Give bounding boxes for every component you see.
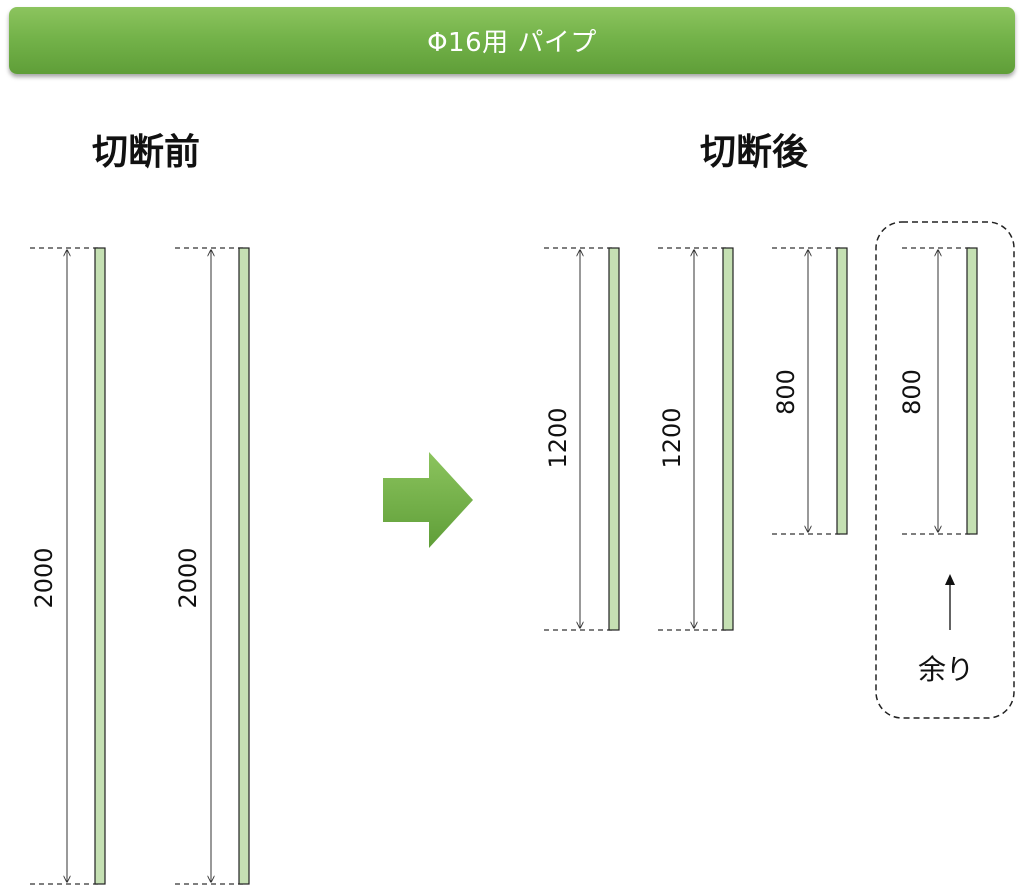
remainder-label: 余り xyxy=(918,653,975,686)
right-arrow-icon xyxy=(383,452,473,548)
pipe xyxy=(94,247,106,885)
after-pipe-1: 1200 xyxy=(544,247,620,631)
pipe-length-label: 800 xyxy=(772,369,800,415)
title-banner: Φ16用 パイプ xyxy=(9,7,1015,74)
after-pipe-3: 800 xyxy=(772,247,848,535)
banner-title: Φ16用 パイプ xyxy=(427,28,597,58)
pipe-length-label: 2000 xyxy=(174,547,202,608)
pipe xyxy=(608,247,620,631)
before-cut-title: 切断前 xyxy=(92,132,201,173)
pipe xyxy=(836,247,848,535)
up-arrowhead-icon xyxy=(945,574,955,585)
pipe-length-label: 1200 xyxy=(658,407,686,468)
pipe-length-label: 1200 xyxy=(544,407,572,468)
after-pipe-4-remainder: 800 xyxy=(898,247,978,535)
after-cut-title: 切断後 xyxy=(700,132,809,173)
remainder-box xyxy=(875,221,1015,719)
after-pipe-2: 1200 xyxy=(658,247,734,631)
pipe-length-label: 2000 xyxy=(30,547,58,608)
pipe xyxy=(966,247,978,535)
before-pipe-1: 2000 xyxy=(30,247,106,885)
pipe xyxy=(722,247,734,631)
before-pipe-2: 2000 xyxy=(174,247,250,885)
pipe xyxy=(238,247,250,885)
pipe-length-label: 800 xyxy=(898,369,926,415)
